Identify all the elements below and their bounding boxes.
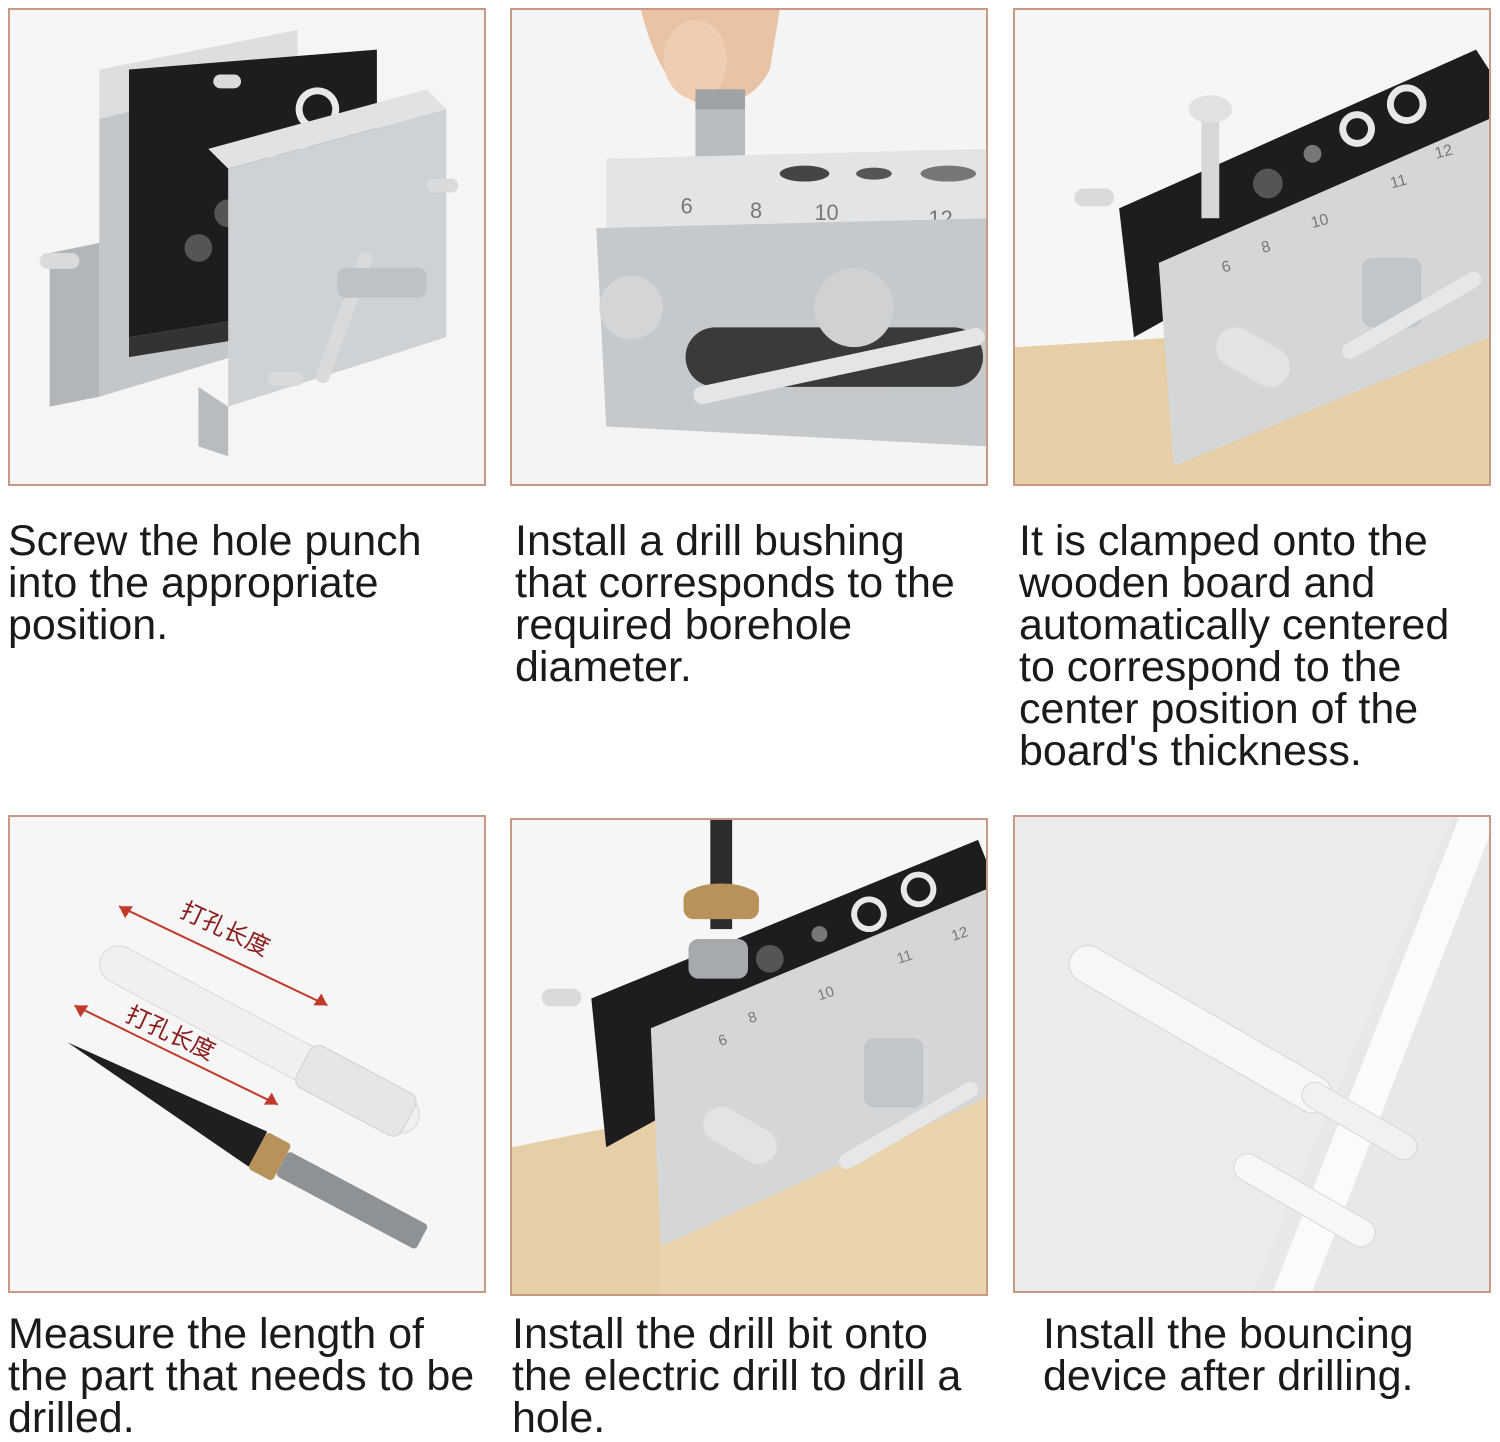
step-4-caption: Measure the length of the part that need… [8, 1310, 475, 1442]
scale-label-10: 10 [814, 200, 838, 225]
measurement-illustration: 打孔长度 打孔长度 [67, 896, 428, 1249]
scale-label-12: 12 [1433, 142, 1455, 163]
drill-bushing-illustration: 6 8 10 12 [596, 10, 986, 447]
step-5-caption: Install the drill bit onto the electric … [512, 1310, 962, 1442]
scale-label-10: 10 [1309, 211, 1331, 232]
scale-label-10: 10 [816, 984, 837, 1004]
step-1-caption: Screw the hole punch into the appropriat… [8, 517, 422, 649]
scale-label-11: 11 [1388, 172, 1408, 193]
step-2-caption: Install a drill bushing that corresponds… [515, 517, 955, 691]
dowel-jig-illustration [39, 29, 459, 457]
scale-label-11: 11 [895, 948, 915, 968]
step-1-image [8, 8, 486, 486]
step-6-caption: Install the bouncing device after drilli… [1043, 1310, 1414, 1400]
step-6-image [1013, 815, 1491, 1293]
scale-label-12: 12 [950, 924, 971, 944]
step-3-image: 6 8 10 11 12 [1013, 8, 1491, 486]
step-3-caption: It is clamped onto the wooden board and … [1019, 517, 1450, 775]
step-2-image: 6 8 10 12 [510, 8, 988, 486]
clamped-jig-illustration: 6 8 10 11 12 [1015, 49, 1489, 484]
drilling-illustration: 6 8 10 11 12 [512, 820, 986, 1294]
bouncing-device-illustration [1015, 817, 1489, 1291]
step-4-image: 打孔长度 打孔长度 [8, 815, 486, 1293]
step-5-image: 6 8 10 11 12 [510, 818, 988, 1296]
scale-label-8: 8 [750, 198, 762, 223]
scale-label-6: 6 [681, 193, 693, 218]
drilling-length-label-top: 打孔长度 [176, 896, 274, 962]
